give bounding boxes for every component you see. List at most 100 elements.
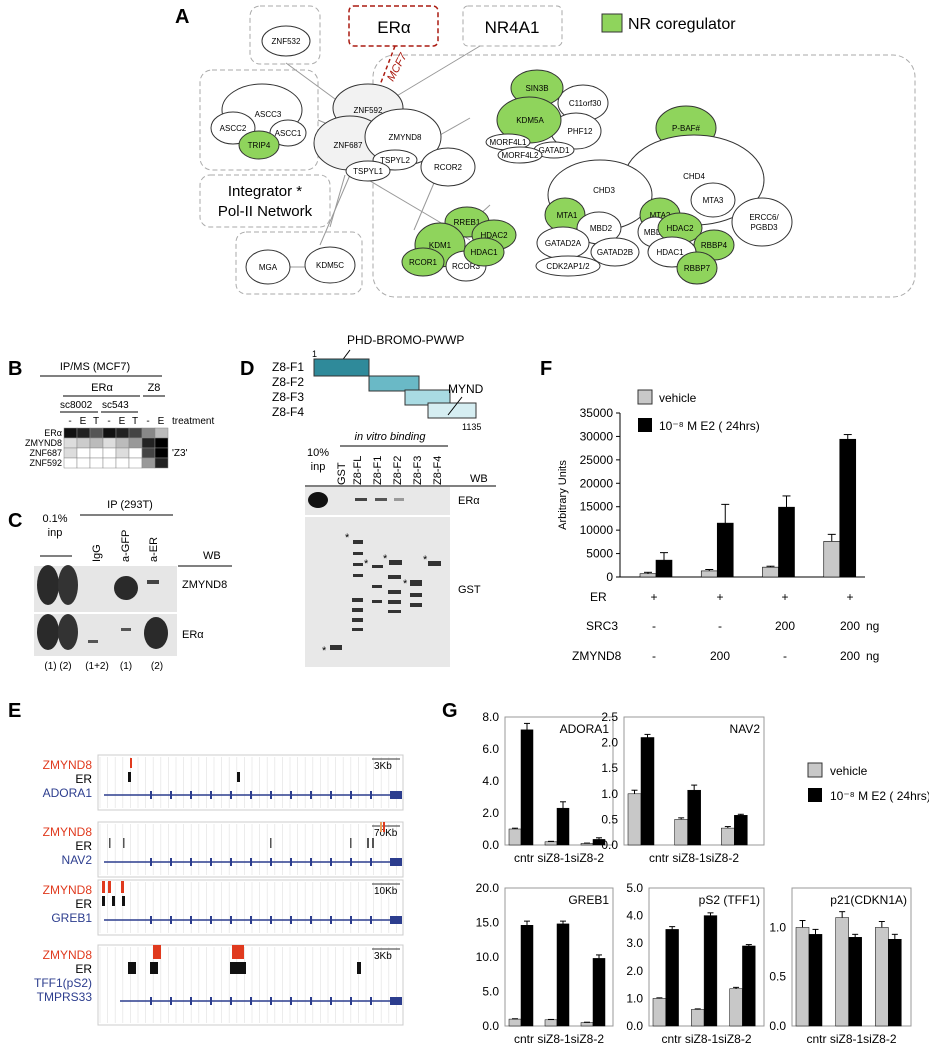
e-er-label: ER	[75, 962, 92, 976]
svg-text:*: *	[403, 578, 408, 590]
node-morf4l1-label: MORF4L1	[490, 138, 527, 147]
g-bar	[556, 807, 570, 846]
f-cell: +	[846, 590, 853, 604]
b-row-label: ZNF687	[29, 448, 62, 458]
nr4a1-label: NR4A1	[485, 18, 540, 37]
node-znf687-label: ZNF687	[334, 141, 363, 150]
d-inp-1: 10%	[307, 447, 329, 459]
f-legend-e2-swatch	[638, 418, 652, 432]
g-bar	[848, 937, 862, 1027]
e-exon	[330, 858, 332, 866]
e-peak	[121, 881, 124, 893]
svg-text:*: *	[322, 645, 327, 657]
node-zmynd8-label: ZMYND8	[389, 133, 422, 142]
legend-nr-coregulator: NR coregulator	[628, 16, 736, 33]
e-peak	[357, 962, 361, 974]
g-ytick-label: 0.0	[482, 838, 499, 852]
b-sc8002: sc8002	[60, 400, 93, 411]
e-exon	[310, 791, 312, 799]
e-peak	[128, 772, 131, 782]
f-row-src3: SRC3	[586, 619, 618, 633]
g-ytick-label: 0.0	[626, 1019, 643, 1033]
e-exon	[210, 858, 212, 866]
node-kdm1-label: KDM1	[429, 241, 452, 250]
b-treatment-col: -	[146, 416, 149, 427]
e-exon	[210, 997, 212, 1005]
c-band-era: ERα	[182, 629, 204, 641]
node-kdm5c	[304, 246, 356, 284]
f-bar	[762, 566, 779, 578]
e-peak	[380, 822, 382, 832]
e-exon	[190, 791, 192, 799]
g-ytick-label: 0.5	[601, 812, 618, 826]
e-peak	[232, 945, 244, 959]
g-xlabels: cntr siZ8-1siZ8-2	[514, 1032, 604, 1046]
b-treatment-col: E	[80, 416, 87, 427]
node-rbbp7-label: RBBP7	[684, 264, 711, 273]
e-exon	[250, 791, 252, 799]
node-gatad2b	[590, 237, 640, 267]
panel-c-letter: C	[8, 510, 22, 532]
panel-e-letter: E	[8, 700, 21, 722]
g-ytick-label: 1.0	[626, 991, 643, 1005]
d-frag-f4-label: Z8-F4	[272, 405, 304, 419]
mcf7-link	[374, 45, 396, 99]
g-xlabels: cntr siZ8-1siZ8-2	[514, 851, 604, 865]
g-bar	[592, 958, 606, 1027]
d-lane-f4: Z8-F4	[432, 456, 444, 485]
c-wb-label: WB	[203, 550, 221, 562]
panel-d: D PHD-BROMO-PWWP 1 Z8-F1 Z8-F2 Z8-F3 Z8-…	[240, 333, 496, 667]
e-peak	[112, 896, 115, 906]
d-gst-bands	[330, 540, 441, 650]
e-peak	[102, 881, 105, 893]
d-blot-gst	[305, 517, 450, 667]
c-bottom-4: (2)	[151, 661, 163, 672]
f-ytick-label: 35000	[580, 406, 614, 420]
d-frag-f1	[313, 358, 370, 377]
e-scale-label: 70Kb	[374, 828, 398, 839]
node-hdac2a-label: HDAC2	[480, 231, 508, 240]
e-exon	[290, 858, 292, 866]
chart-f: 05000100001500020000250003000035000Arbit…	[557, 389, 865, 584]
f-ytick-label: 0	[606, 570, 613, 584]
d-lane-f3: Z8-F3	[412, 456, 424, 485]
g-bar	[795, 927, 810, 1027]
b-treatment-col: -	[68, 416, 71, 427]
g-ytick-label: 4.0	[482, 774, 499, 788]
g-xlabels: cntr siZ8-1siZ8-2	[661, 1032, 751, 1046]
e-exon	[230, 858, 232, 866]
era-box	[348, 5, 439, 47]
g-bar	[520, 729, 534, 846]
nr4a1-box	[462, 5, 563, 47]
e-exon	[350, 916, 352, 924]
g-ytick-label: 10.0	[476, 950, 500, 964]
g-bar	[520, 925, 534, 1027]
f-cell: 200	[775, 619, 795, 633]
b-treatment-col: -	[107, 416, 110, 427]
node-hdac1a	[463, 237, 505, 267]
g-ytick-label: 20.0	[476, 881, 500, 895]
g-ytick-label: 2.0	[601, 736, 618, 750]
panel-g-letter: G	[442, 700, 458, 722]
d-frag-f1-label: Z8-F1	[272, 360, 304, 374]
e-track-frame	[97, 754, 404, 811]
g-ytick-label: 2.0	[482, 806, 499, 820]
e-peak	[350, 838, 352, 848]
e-peak	[237, 772, 240, 782]
node-cdk2ap	[535, 255, 601, 277]
f-cell: +	[650, 590, 657, 604]
d-frag-f2-label: Z8-F2	[272, 375, 304, 389]
panel-e: E ZMYND8ERADORA13KbZMYND8ERNAV270KbZMYND…	[8, 700, 404, 1026]
e-exon	[370, 916, 372, 924]
b-era-header: ERα	[91, 382, 113, 394]
e-exon	[150, 791, 152, 799]
b-z3-label: 'Z3'	[172, 448, 188, 459]
g-bar	[687, 789, 701, 846]
f-bar	[700, 570, 718, 578]
znf532-group	[249, 5, 321, 65]
e-exon	[270, 858, 272, 866]
g-chart-title: ADORA1	[560, 722, 610, 736]
